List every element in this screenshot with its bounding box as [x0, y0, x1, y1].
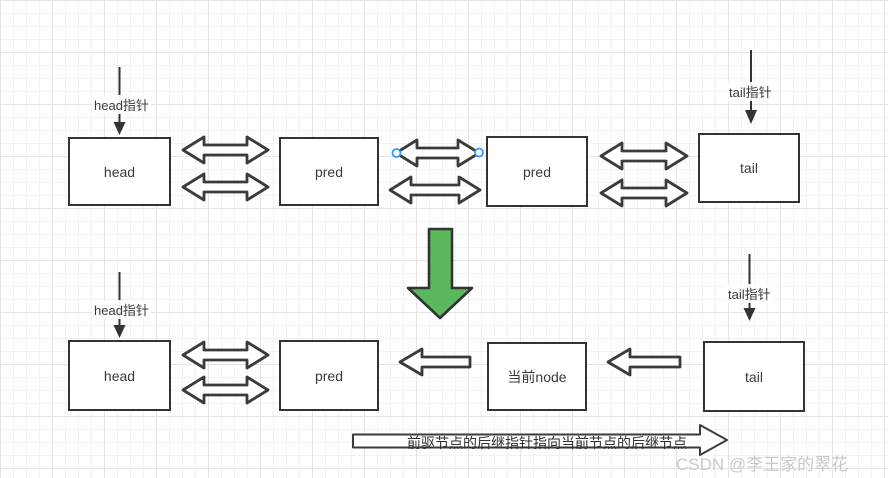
- selection-handle-right[interactable]: [474, 147, 484, 158]
- top-arrow-head-pred-1[interactable]: [181, 135, 270, 165]
- head-pointer-label-top: head指针: [92, 95, 151, 114]
- bottom-pred-node[interactable]: pred: [279, 340, 379, 411]
- caption-arrow[interactable]: [352, 424, 728, 456]
- bottom-arrow-tail-node[interactable]: [606, 347, 682, 377]
- bottom-arrow-node-pred[interactable]: [398, 347, 472, 377]
- top-arrow-pred-pred-2[interactable]: [388, 175, 482, 205]
- bottom-arrow-head-pred-1[interactable]: [181, 340, 270, 370]
- bottom-arrow-head-pred-2[interactable]: [181, 375, 270, 405]
- head-pointer-label-bottom: head指针: [92, 300, 151, 319]
- top-pred1-node[interactable]: pred: [279, 137, 379, 206]
- top-arrow-pred-tail-2[interactable]: [599, 178, 689, 208]
- tail-pointer-label-top: tail指针: [727, 82, 774, 101]
- top-arrow-head-pred-2[interactable]: [181, 172, 270, 202]
- selection-handle-left[interactable]: [391, 148, 402, 158]
- bottom-current-node[interactable]: 当前node: [487, 342, 587, 411]
- top-tail-node[interactable]: tail: [698, 133, 800, 203]
- caption-text: 前驱节点的后继指针指向当前节点的后继节点: [407, 435, 687, 451]
- transform-down-arrow[interactable]: [406, 227, 474, 320]
- top-arrow-pred-tail-1[interactable]: [599, 141, 689, 171]
- bottom-head-node[interactable]: head: [68, 340, 171, 411]
- top-arrow-pred-pred-1[interactable]: [394, 138, 481, 168]
- tail-pointer-label-bottom: tail指针: [726, 284, 773, 303]
- watermark-text: CSDN @李王家的翠花: [676, 455, 849, 474]
- top-head-node[interactable]: head: [68, 137, 171, 206]
- top-pred2-node[interactable]: pred: [486, 136, 588, 207]
- bottom-tail-node[interactable]: tail: [703, 341, 805, 412]
